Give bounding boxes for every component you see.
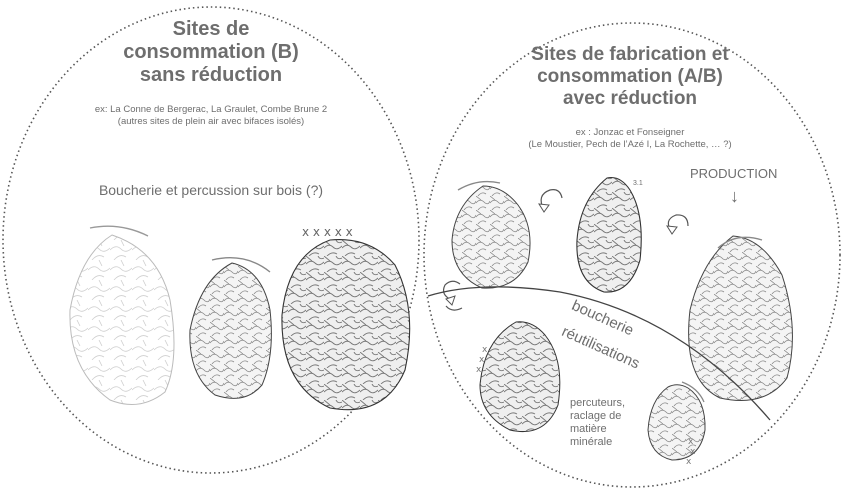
percuteurs-line-1: percuteurs, (570, 397, 625, 410)
svg-text:x: x (482, 345, 488, 355)
percuteurs-line-4: minérale (570, 436, 625, 449)
biface-bottom-left (480, 322, 560, 432)
use-marks-top: x x x x x (302, 225, 353, 239)
right-title: Sites de fabrication et consommation (A/… (510, 44, 750, 110)
svg-text:x: x (479, 355, 485, 365)
rotate-arrow-4 (446, 306, 462, 310)
svg-text:x: x (688, 437, 694, 447)
left-title-line-2: consommation (B) (111, 41, 311, 64)
biface-bottom-right (648, 385, 705, 460)
svg-text:x: x (476, 365, 482, 375)
left-title-line-1: Sites de (111, 18, 311, 41)
production-arrow: ↓ (730, 186, 739, 207)
percuteurs-label: percuteurs, raclage de matière minérale (570, 397, 625, 449)
left-examples: ex: La Conne de Bergerac, La Graulet, Co… (46, 104, 376, 128)
biface-top-left (452, 186, 530, 288)
right-examples: ex : Jonzac et Fonseigner (Le Moustier, … (480, 127, 780, 151)
left-examples-line-1: ex: La Conne de Bergerac, La Graulet, Co… (46, 104, 376, 116)
right-title-line-1: Sites de fabrication et (510, 44, 750, 66)
right-examples-line-2: (Le Moustier, Pech de l’Azé I, La Rochet… (480, 139, 780, 151)
percuteurs-line-2: raclage de (570, 410, 625, 423)
svg-text:x: x (686, 457, 692, 467)
left-title-line-3: sans réduction (111, 64, 311, 87)
biface-outline-light (70, 235, 174, 405)
small-label: 3.1 (633, 180, 643, 187)
percuteurs-line-3: matière (570, 423, 625, 436)
left-examples-line-2: (autres sites de plein air avec bifaces … (46, 116, 376, 128)
right-title-line-2: consommation (A/B) (510, 66, 750, 88)
right-examples-line-1: ex : Jonzac et Fonseigner (480, 127, 780, 139)
left-title: Sites de consommation (B) sans réduction (111, 18, 311, 87)
biface-right-large (689, 236, 793, 401)
biface-cordiform-small (190, 263, 272, 398)
left-activity: Boucherie et percussion sur bois (?) (61, 182, 361, 198)
production-label: PRODUCTION (690, 166, 777, 181)
biface-oval-large (282, 240, 410, 410)
svg-text:x: x (690, 447, 696, 457)
biface-top-middle (577, 178, 641, 293)
right-title-line-3: avec réduction (510, 88, 750, 110)
